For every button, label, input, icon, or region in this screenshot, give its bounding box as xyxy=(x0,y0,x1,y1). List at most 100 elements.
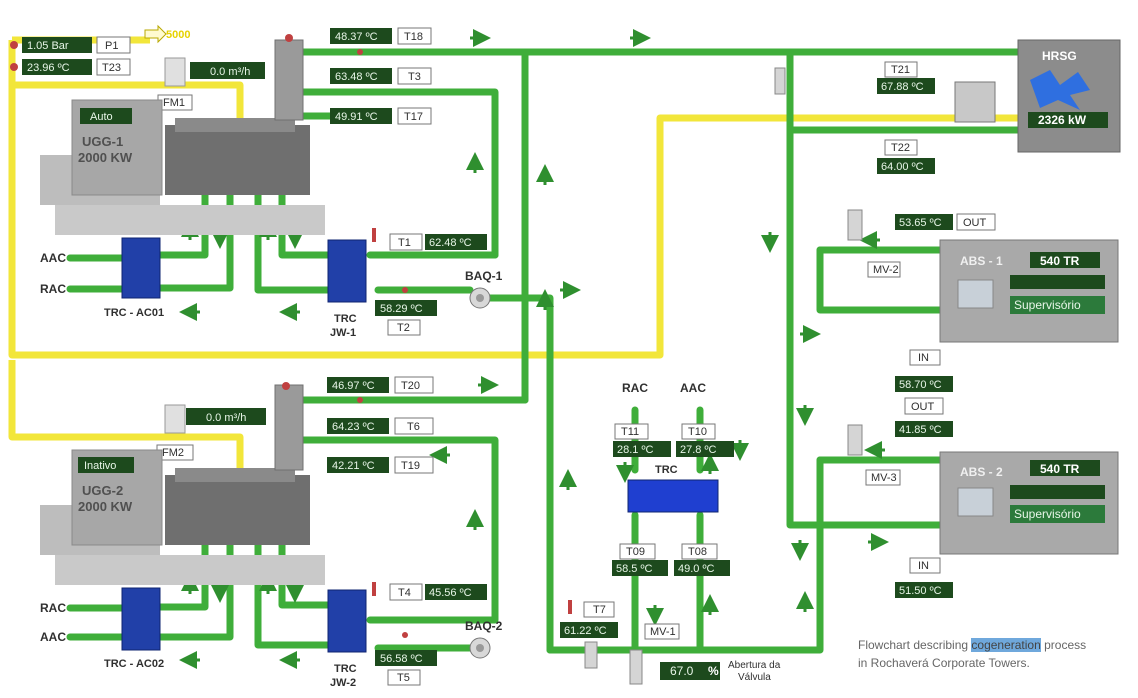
svg-text:MV-2: MV-2 xyxy=(873,264,899,276)
svg-text:Inativo: Inativo xyxy=(84,460,116,472)
t20-sensor[interactable]: 46.97 ºC T20 xyxy=(327,376,434,394)
svg-text:TRC - AC02: TRC - AC02 xyxy=(104,658,164,670)
svg-text:T11: T11 xyxy=(621,426,639,438)
svg-text:45.56 ºC: 45.56 ºC xyxy=(429,587,472,599)
svg-text:RAC: RAC xyxy=(40,282,66,296)
svg-text:HRSG: HRSG xyxy=(1042,49,1077,63)
trc-ac02-exchanger[interactable]: RAC AAC TRC - AC02 xyxy=(40,587,164,670)
svg-text:RAC: RAC xyxy=(40,601,66,615)
svg-text:T20: T20 xyxy=(401,380,420,392)
abs1-out-sensor[interactable]: 53.65 ºC OUT xyxy=(895,213,996,231)
svg-text:T18: T18 xyxy=(404,31,423,43)
svg-text:0.0 m³/h: 0.0 m³/h xyxy=(210,66,250,78)
svg-text:58.70 ºC: 58.70 ºC xyxy=(899,379,942,391)
svg-text:TRC: TRC xyxy=(334,313,357,325)
mv2-valve[interactable]: MV-2 xyxy=(847,209,901,278)
svg-text:ABS - 1: ABS - 1 xyxy=(960,254,1003,268)
t19-sensor[interactable]: 42.21 ºC T19 xyxy=(327,456,434,474)
svg-text:T17: T17 xyxy=(404,111,423,123)
baq2-pump[interactable]: BAQ-2 xyxy=(465,619,503,659)
fm2-flowmeter[interactable]: 0.0 m³/h FM2 xyxy=(156,404,266,461)
caption-line2: in Rochaverá Corporate Towers. xyxy=(858,656,1030,670)
svg-text:T2: T2 xyxy=(397,322,410,334)
t6-sensor[interactable]: 64.23 ºC T6 xyxy=(327,397,434,435)
svg-text:MV-3: MV-3 xyxy=(871,472,897,484)
svg-text:AAC: AAC xyxy=(40,251,66,265)
svg-text:BAQ-1: BAQ-1 xyxy=(465,269,503,283)
svg-text:JW-1: JW-1 xyxy=(330,327,356,339)
svg-text:49.0 ºC: 49.0 ºC xyxy=(678,563,714,575)
svg-text:%: % xyxy=(708,664,719,678)
svg-text:T23: T23 xyxy=(102,62,121,74)
hrsg-unit[interactable]: HRSG 2326 kW xyxy=(954,39,1121,153)
t23-sensor[interactable]: 23.96 ºC T23 xyxy=(10,58,131,76)
svg-text:Válvula: Válvula xyxy=(738,672,771,683)
t3-sensor[interactable]: 63.48 ºC T3 xyxy=(330,49,432,85)
svg-text:T4: T4 xyxy=(398,587,411,599)
svg-text:540 TR: 540 TR xyxy=(1040,462,1080,476)
abs2-out-sensor[interactable]: OUT 41.85 ºC xyxy=(895,397,953,437)
abs1-chiller[interactable]: ABS - 1 540 TR Supervisório xyxy=(939,239,1119,343)
svg-text:FM1: FM1 xyxy=(163,97,185,109)
svg-text:T21: T21 xyxy=(891,64,910,76)
svg-text:1.05 Bar: 1.05 Bar xyxy=(27,40,69,52)
abs2-chiller[interactable]: ABS - 2 540 TR Supervisório xyxy=(939,451,1119,555)
svg-text:Auto: Auto xyxy=(90,111,113,123)
top-marker: 5000 xyxy=(144,24,190,44)
svg-text:Supervisório: Supervisório xyxy=(1014,298,1081,312)
p1-sensor[interactable]: 1.05 Bar P1 xyxy=(10,36,131,54)
svg-text:OUT: OUT xyxy=(963,217,987,229)
trc-ac01-exchanger[interactable]: AAC RAC TRC - AC01 xyxy=(40,237,164,319)
t7-sensor[interactable]: T7 61.22 ºC xyxy=(560,600,618,638)
svg-text:OUT: OUT xyxy=(911,401,935,413)
hrsg-valve[interactable] xyxy=(774,67,786,95)
svg-text:UGG-1: UGG-1 xyxy=(82,134,123,149)
svg-text:0.0 m³/h: 0.0 m³/h xyxy=(206,412,246,424)
center-trc-exchanger[interactable]: RAC AAC T11 28.1 ºC T10 27.8 ºC TRC T09 … xyxy=(612,381,734,576)
fm1-flowmeter[interactable]: 0.0 m³/h FM1 xyxy=(157,57,265,111)
t21-sensor[interactable]: T21 67.88 ºC xyxy=(877,61,935,94)
baq1-pump[interactable]: BAQ-1 xyxy=(465,269,503,309)
t2-sensor[interactable]: 58.29 ºC T2 xyxy=(375,287,437,336)
svg-text:2000 KW: 2000 KW xyxy=(78,150,133,165)
svg-text:28.1 ºC: 28.1 ºC xyxy=(617,444,653,456)
svg-text:TRC: TRC xyxy=(334,663,357,675)
t22-sensor[interactable]: T22 64.00 ºC xyxy=(877,139,935,174)
svg-text:T3: T3 xyxy=(408,71,421,83)
abs2-in-sensor[interactable]: IN 51.50 ºC xyxy=(895,557,953,598)
ugg2-generator[interactable]: Inativo UGG-2 2000 KW xyxy=(40,382,325,585)
mv1-valve[interactable]: MV-1 xyxy=(584,623,680,685)
svg-text:IN: IN xyxy=(918,352,929,364)
svg-text:T1: T1 xyxy=(398,237,411,249)
svg-text:61.22 ºC: 61.22 ºC xyxy=(564,625,607,637)
abs1-in-sensor[interactable]: IN 58.70 ºC xyxy=(895,349,953,392)
caption-text-end: process xyxy=(1040,638,1087,652)
t17-sensor[interactable]: 49.91 ºC T17 xyxy=(330,107,432,125)
trc-jw1-exchanger[interactable]: TRC JW-1 xyxy=(327,239,367,339)
t5-sensor[interactable]: 56.58 ºC T5 xyxy=(375,632,437,686)
svg-text:63.48 ºC: 63.48 ºC xyxy=(335,71,378,83)
mv3-valve[interactable]: MV-3 xyxy=(847,424,901,486)
svg-text:64.00 ºC: 64.00 ºC xyxy=(881,161,924,173)
svg-text:MV-1: MV-1 xyxy=(650,626,676,638)
trc-jw2-exchanger[interactable]: TRC JW-2 xyxy=(327,589,367,689)
ugg1-generator[interactable]: Auto UGG-1 2000 KW xyxy=(40,34,325,235)
t4-sensor[interactable]: T4 45.56 ºC xyxy=(372,582,487,601)
svg-text:23.96 ºC: 23.96 ºC xyxy=(27,62,70,74)
svg-text:53.65 ºC: 53.65 ºC xyxy=(899,217,942,229)
svg-text:TRC: TRC xyxy=(655,464,678,476)
svg-text:27.8 ºC: 27.8 ºC xyxy=(680,444,716,456)
t1-sensor[interactable]: T1 62.48 ºC xyxy=(372,228,487,251)
svg-text:T5: T5 xyxy=(397,672,410,684)
svg-text:JW-2: JW-2 xyxy=(330,677,356,689)
svg-text:IN: IN xyxy=(918,560,929,572)
svg-text:Abertura da: Abertura da xyxy=(728,660,781,671)
svg-text:2326 kW: 2326 kW xyxy=(1038,113,1087,127)
svg-text:T08: T08 xyxy=(688,546,707,558)
t18-sensor[interactable]: 48.37 ºC T18 xyxy=(330,27,432,45)
svg-text:P1: P1 xyxy=(105,40,118,52)
valve-opening-readout: 67.0 % Abertura da Válvula xyxy=(660,660,781,683)
svg-text:BAQ-2: BAQ-2 xyxy=(465,619,503,633)
caption-text: Flowchart describing xyxy=(858,638,972,652)
